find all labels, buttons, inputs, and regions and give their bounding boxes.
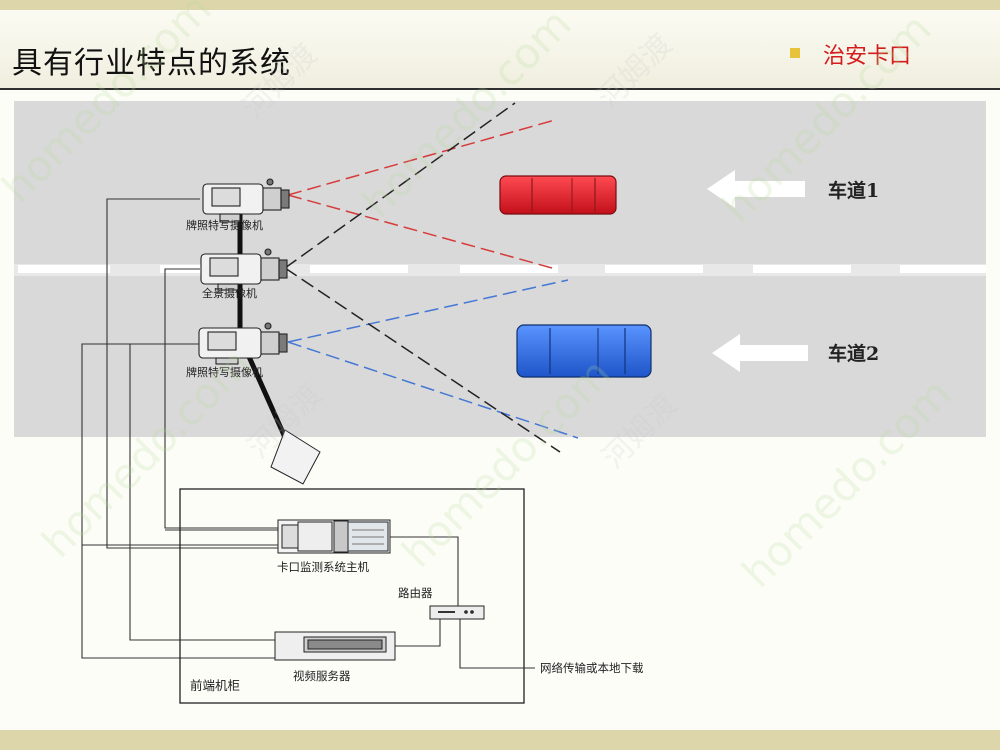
video-server-icon [274,631,396,661]
slide-title: 具有行业特点的系统 [12,46,291,81]
top-bar [0,0,1000,10]
bullet-icon [790,48,800,58]
camera-label-1: 牌照特写摄像机 [186,218,263,232]
license-camera-icon [198,322,288,365]
panorama-camera-icon [200,248,288,291]
network-label: 网络传输或本地下载 [540,661,644,675]
slide-header [0,10,1000,90]
lane-divider [14,264,986,276]
host-router-cable [390,536,459,606]
video-server-label: 视频服务器 [293,669,351,683]
lane-label-2: 车道2 [828,342,879,365]
server-router-cable [395,619,441,647]
camera-label-2: 全景摄像机 [202,286,257,300]
router-icon [429,605,485,620]
camera-label-3: 牌照特写摄像机 [186,365,263,379]
car-lane-2 [516,324,652,378]
lane-label-1: 车道1 [828,179,879,202]
host-machine-icon [277,519,391,554]
cabinet-label: 前端机柜 [190,678,240,693]
router-label: 路由器 [398,586,433,600]
front-end-cabinet [179,488,525,704]
host-machine-label: 卡口监测系统主机 [277,560,369,574]
arrow-left-icon [712,334,808,372]
network-cable [459,619,535,669]
slide-subtitle: 治安卡口 [823,44,912,69]
pole-base [270,429,321,485]
arrow-left-icon [707,170,805,208]
bottom-bar [0,730,1000,750]
car-lane-1 [499,175,617,215]
camera-view-lines [284,102,579,453]
license-camera-icon [202,178,290,223]
header-divider [0,88,1000,90]
camera-cables [81,198,278,659]
